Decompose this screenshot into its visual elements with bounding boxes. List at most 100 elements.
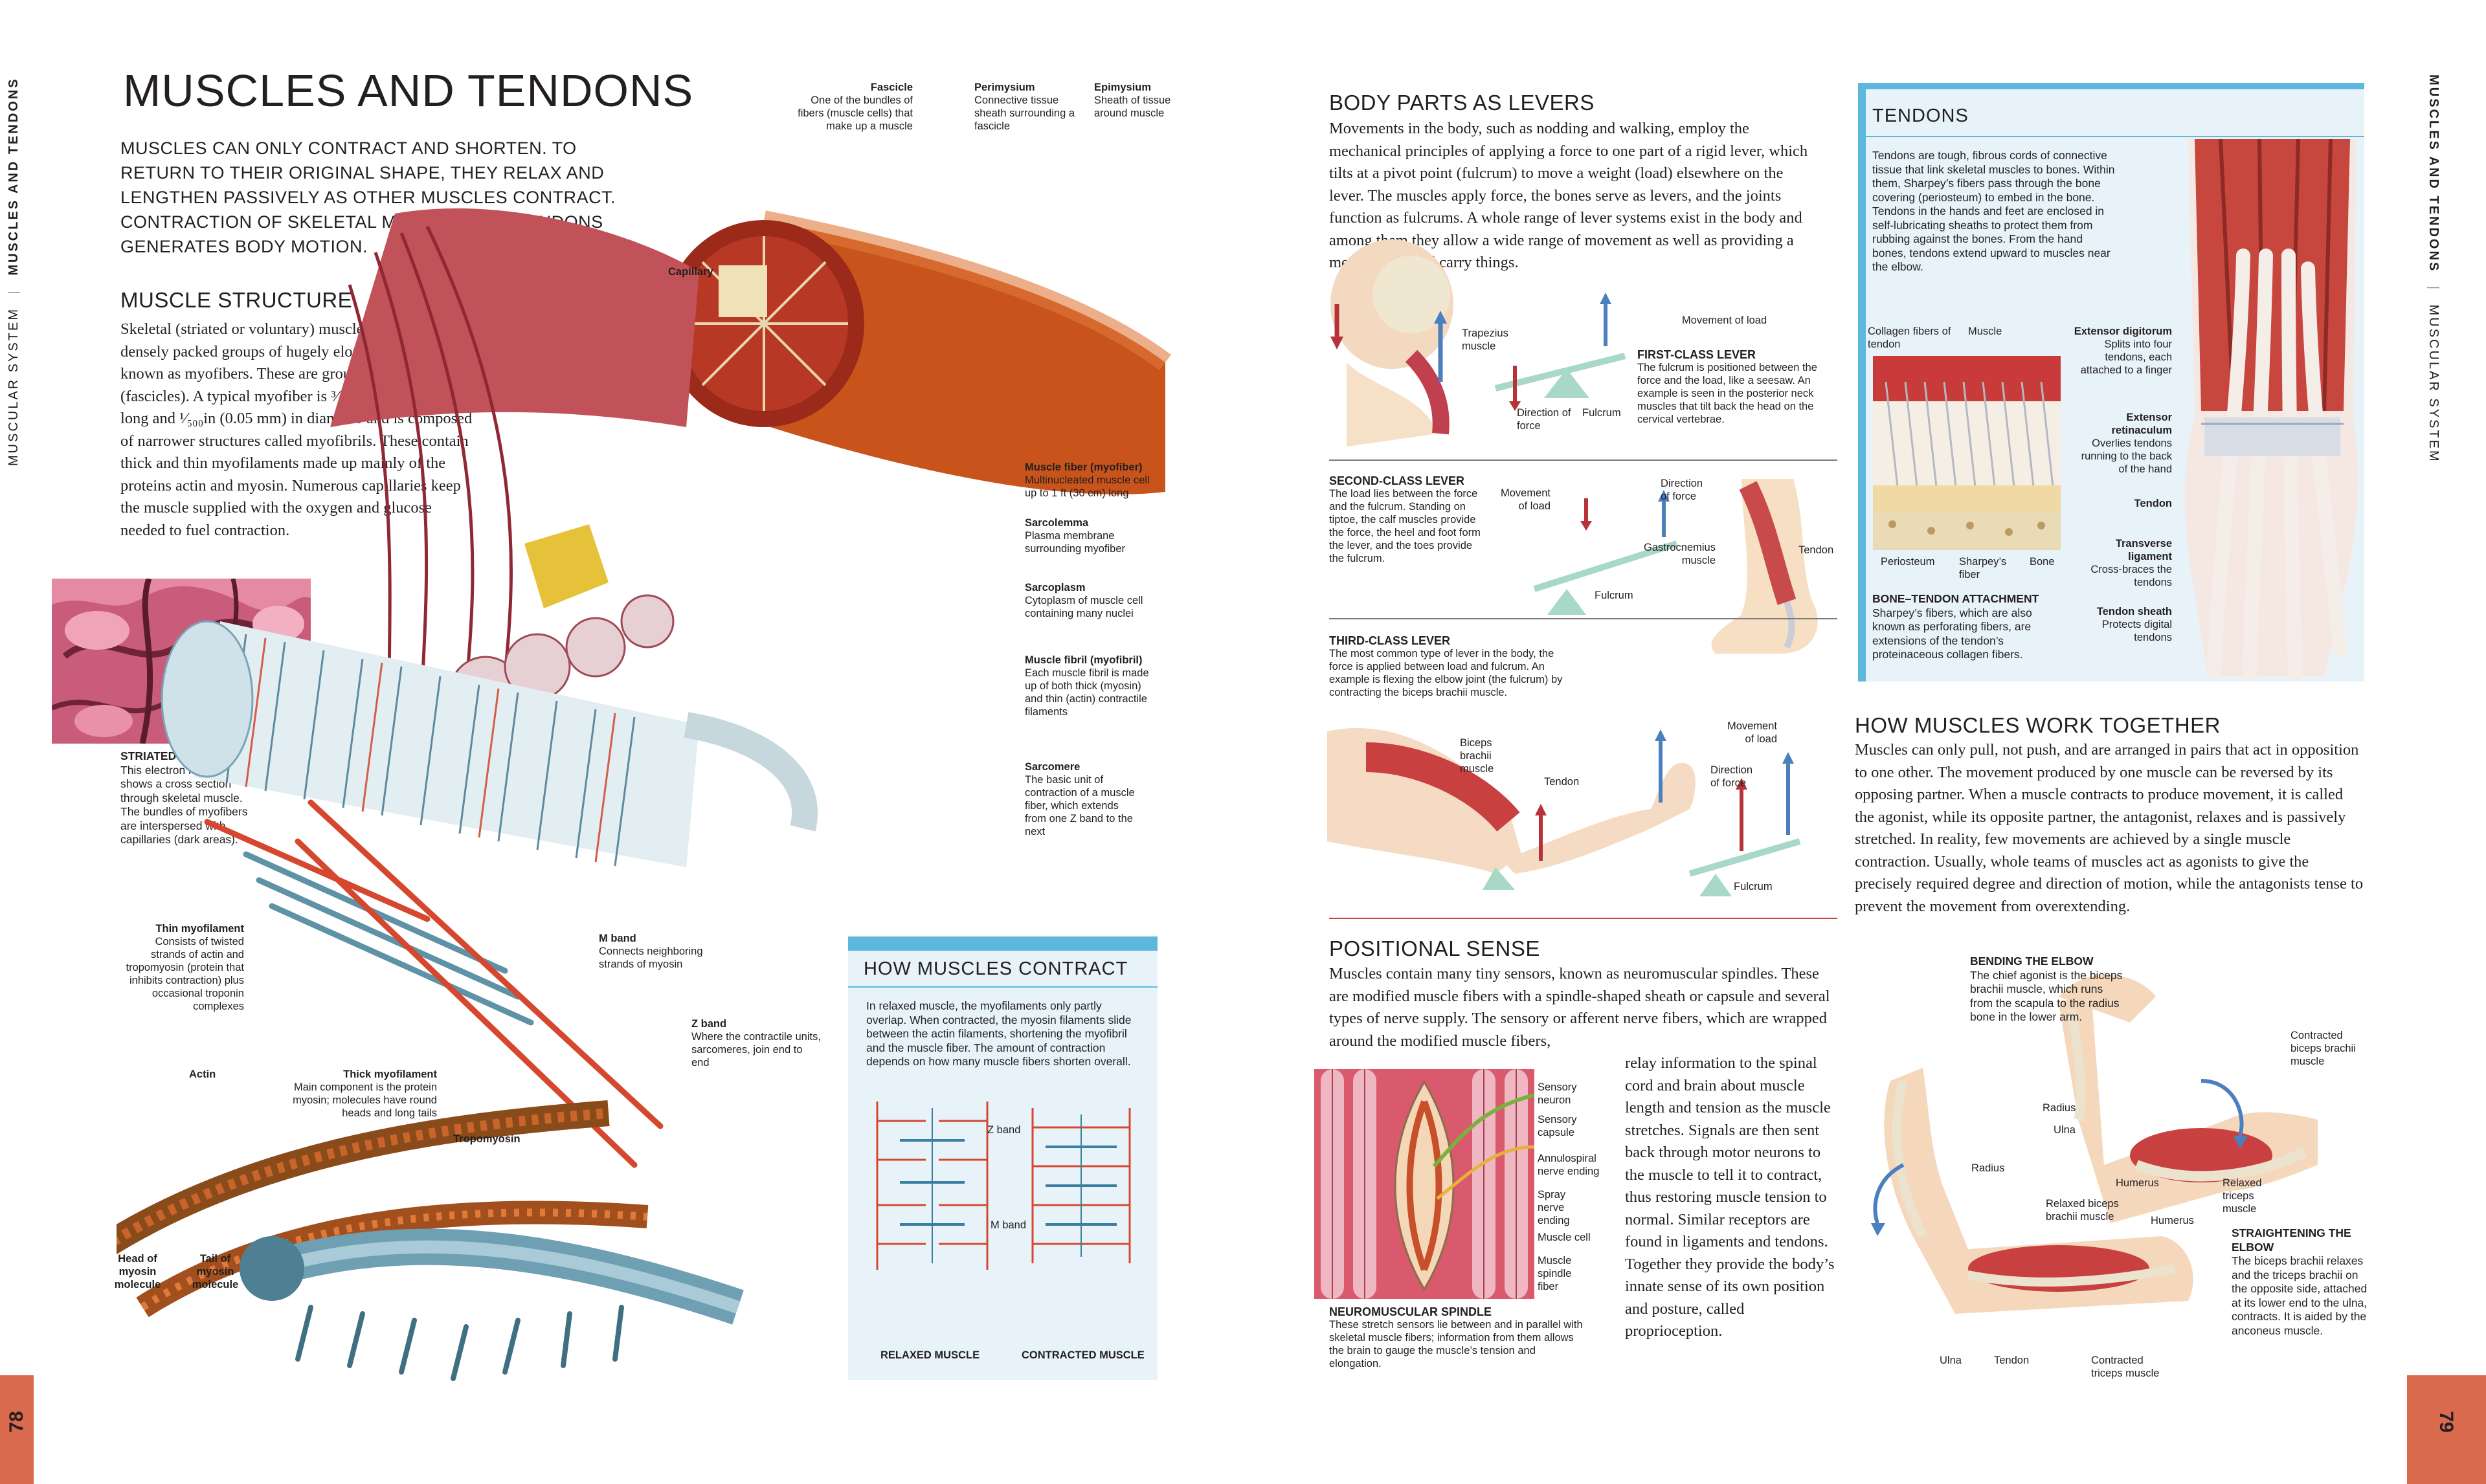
contract-box-title: HOW MUSCLES CONTRACT bbox=[864, 958, 1128, 979]
muscle-cell-label: Muscle cell bbox=[1538, 1232, 1591, 1243]
tendon-label-3: Tendon bbox=[2098, 497, 2172, 510]
thin-myofilament-label: Thin myofilament Consists of twisted str… bbox=[120, 922, 244, 1013]
z-band-caption: Z band bbox=[987, 1124, 1021, 1136]
thick-text: Main component is the protein myosin; mo… bbox=[293, 1081, 437, 1119]
hand-tendons-illustration bbox=[2185, 139, 2358, 680]
tendon-title: Tendon bbox=[2134, 498, 2172, 509]
straight-title: STRAIGHTENING THE ELBOW bbox=[2232, 1226, 2351, 1254]
ext-ret-text: Overlies tendons running to the back of … bbox=[2081, 437, 2172, 475]
third-class-lever-caption: THIRD-CLASS LEVER The most common type o… bbox=[1329, 634, 1578, 699]
sharpeys-fiber-label: Sharpey’s fiber bbox=[1959, 556, 2007, 581]
radius-label-2: Radius bbox=[1971, 1162, 2005, 1174]
running-head-chapter: MUSCLES AND TENDONS bbox=[6, 77, 21, 276]
thin-title: Thin myofilament bbox=[155, 923, 244, 935]
running-head-section: MUSCULAR SYSTEM bbox=[6, 307, 21, 466]
tail-myosin-title: Tail of myosin molecule bbox=[192, 1253, 239, 1290]
fascicle-text: One of the bundles of fibers (muscle cel… bbox=[798, 94, 913, 132]
mband-title: M band bbox=[599, 933, 636, 944]
contract-box-rule bbox=[848, 986, 1158, 988]
contract-box-text: In relaxed muscle, the myofilaments only… bbox=[866, 999, 1132, 1068]
micrograph-caption: STRIATED MUSCLE This electron micrograph… bbox=[120, 749, 256, 847]
actin-title: Actin bbox=[189, 1069, 216, 1080]
sarcomere-title: Sarcomere bbox=[1025, 761, 1081, 773]
page-title: MUSCLES AND TENDONS bbox=[123, 65, 694, 116]
tendons-box-title: TENDONS bbox=[1872, 105, 1969, 126]
right-page-number: 79 bbox=[2436, 1411, 2457, 1433]
tendons-box-text: Tendons are tough, fibrous cords of conn… bbox=[1872, 149, 2115, 273]
capillary-label: Capillary bbox=[668, 265, 713, 278]
ext-ret-title: Extensor retinaculum bbox=[2111, 412, 2172, 436]
tendon-label-1: Tendon bbox=[1798, 544, 1834, 556]
collagen-fibers-label: Collagen fibers of tendon bbox=[1868, 326, 1951, 350]
first-class-title: FIRST-CLASS LEVER bbox=[1637, 348, 1756, 361]
lever-divider-2 bbox=[1329, 618, 1837, 619]
bone-label: Bone bbox=[2030, 556, 2055, 568]
epimysium-label: Epimysium Sheath of tissue around muscle bbox=[1094, 81, 1188, 120]
zband-label: Z band Where the contractile units, sarc… bbox=[691, 1017, 821, 1069]
third-class-title: THIRD-CLASS LEVER bbox=[1329, 634, 1451, 647]
ext-dig-text: Splits into four tendons, each attached … bbox=[2080, 338, 2172, 376]
lever-divider-1 bbox=[1329, 460, 1837, 461]
extensor-digitorum-label: Extensor digitorum Splits into four tend… bbox=[2062, 325, 2172, 377]
epimysium-title: Epimysium bbox=[1094, 82, 1152, 93]
sensory-neuron-label: Sensory neuron bbox=[1538, 1081, 1577, 1106]
fulcrum-label-1: Fulcrum bbox=[1582, 407, 1621, 419]
together-body: Muscles can only pull, not push, and are… bbox=[1855, 741, 2364, 915]
intro-text: MUSCLES CAN ONLY CONTRACT AND SHORTEN. T… bbox=[120, 138, 616, 256]
left-page-number-tab bbox=[0, 1375, 34, 1484]
positional-body-wide: Muscles contain many tiny sensors, known… bbox=[1329, 965, 1830, 1050]
movement-of-load-label-1: Movement of load bbox=[1682, 315, 1767, 326]
running-head-section: MUSCULAR SYSTEM bbox=[2426, 304, 2441, 463]
mband-text: Connects neighboring strands of myosin bbox=[599, 946, 703, 970]
sarcomere-label: Sarcomere The basic unit of contraction … bbox=[1025, 760, 1141, 838]
tendon-label-4: Tendon bbox=[1994, 1355, 2030, 1366]
tendon-sheath-label: Tendon sheath Protects digital tendons bbox=[2085, 605, 2172, 644]
right-page-number-tab bbox=[2407, 1375, 2486, 1484]
fulcrum-label-2: Fulcrum bbox=[1595, 590, 1633, 601]
relaxed-triceps-label: Relaxed triceps muscle bbox=[2223, 1177, 2262, 1215]
left-side-strip bbox=[0, 0, 34, 1484]
micrograph-text: This electron micrograph shows a cross s… bbox=[120, 763, 248, 847]
first-class-lever-caption: FIRST-CLASS LEVER The fulcrum is positio… bbox=[1637, 348, 1841, 426]
positional-divider bbox=[1329, 918, 1837, 919]
tendons-box-top-stripe bbox=[1858, 83, 2364, 89]
myofibril-label: Muscle fibril (myofibril) Each muscle fi… bbox=[1025, 654, 1154, 718]
running-head-separator: | bbox=[6, 289, 21, 294]
m-band-caption: M band bbox=[991, 1219, 1027, 1231]
relaxed-title: RELAXED MUSCLE bbox=[880, 1349, 980, 1361]
tail-of-myosin-label: Tail of myosin molecule bbox=[188, 1252, 243, 1291]
direction-of-force-label-3: Direction of force bbox=[1710, 764, 1753, 789]
sarcolemma-title: Sarcolemma bbox=[1025, 517, 1089, 529]
myofiber-title: Muscle fiber (myofiber) bbox=[1025, 461, 1143, 473]
sheath-text: Protects digital tendons bbox=[2101, 619, 2172, 643]
sarcoplasm-text: Cytoplasm of muscle cell containing many… bbox=[1025, 595, 1143, 619]
direction-of-force-label-1: Direction of force bbox=[1517, 407, 1571, 432]
fascicle-label: Fascicle One of the bundles of fibers (m… bbox=[790, 81, 913, 133]
tropomyosin-label: Tropomyosin bbox=[453, 1133, 521, 1146]
movement-of-load-label-2: Movement of load bbox=[1500, 487, 1551, 512]
actin-label: Actin bbox=[189, 1068, 216, 1081]
bending-elbow-caption: BENDING THE ELBOW The chief agonist is t… bbox=[1970, 955, 2125, 1024]
third-class-lever-illustration bbox=[1327, 728, 1801, 896]
positional-heading: POSITIONAL SENSE bbox=[1329, 936, 1540, 960]
epimysium-text: Sheath of tissue around muscle bbox=[1094, 94, 1171, 119]
radius-label-1: Radius bbox=[2043, 1102, 2076, 1114]
right-running-head: MUSCLES AND TENDONS | MUSCULAR SYSTEM bbox=[2426, 74, 2441, 463]
bending-title: BENDING THE ELBOW bbox=[1970, 955, 2094, 968]
myofibril-title: Muscle fibril (myofibril) bbox=[1025, 654, 1143, 666]
spindle-caption: NEUROMUSCULAR SPINDLE These stretch sens… bbox=[1329, 1305, 1588, 1370]
muscle-structure-heading: MUSCLE STRUCTURE bbox=[120, 288, 353, 312]
sheath-title: Tendon sheath bbox=[2096, 606, 2172, 617]
biceps-label: Biceps brachii muscle bbox=[1460, 737, 1494, 775]
second-class-title: SECOND-CLASS LEVER bbox=[1329, 474, 1465, 487]
tendons-box-rule bbox=[1866, 136, 2364, 137]
periosteum-label: Periosteum bbox=[1881, 556, 1935, 568]
running-head-separator: | bbox=[2426, 285, 2441, 292]
movement-of-load-label-3: Movement of load bbox=[1727, 720, 1777, 745]
together-heading: HOW MUSCLES WORK TOGETHER bbox=[1855, 713, 2221, 737]
trans-title: Transverse ligament bbox=[2115, 538, 2172, 562]
fulcrum-label-3: Fulcrum bbox=[1734, 881, 1773, 892]
sensory-capsule-label: Sensory capsule bbox=[1538, 1114, 1577, 1138]
muscle-fiber-illustration bbox=[117, 208, 1171, 1381]
muscle-label: Muscle bbox=[1968, 326, 2002, 337]
